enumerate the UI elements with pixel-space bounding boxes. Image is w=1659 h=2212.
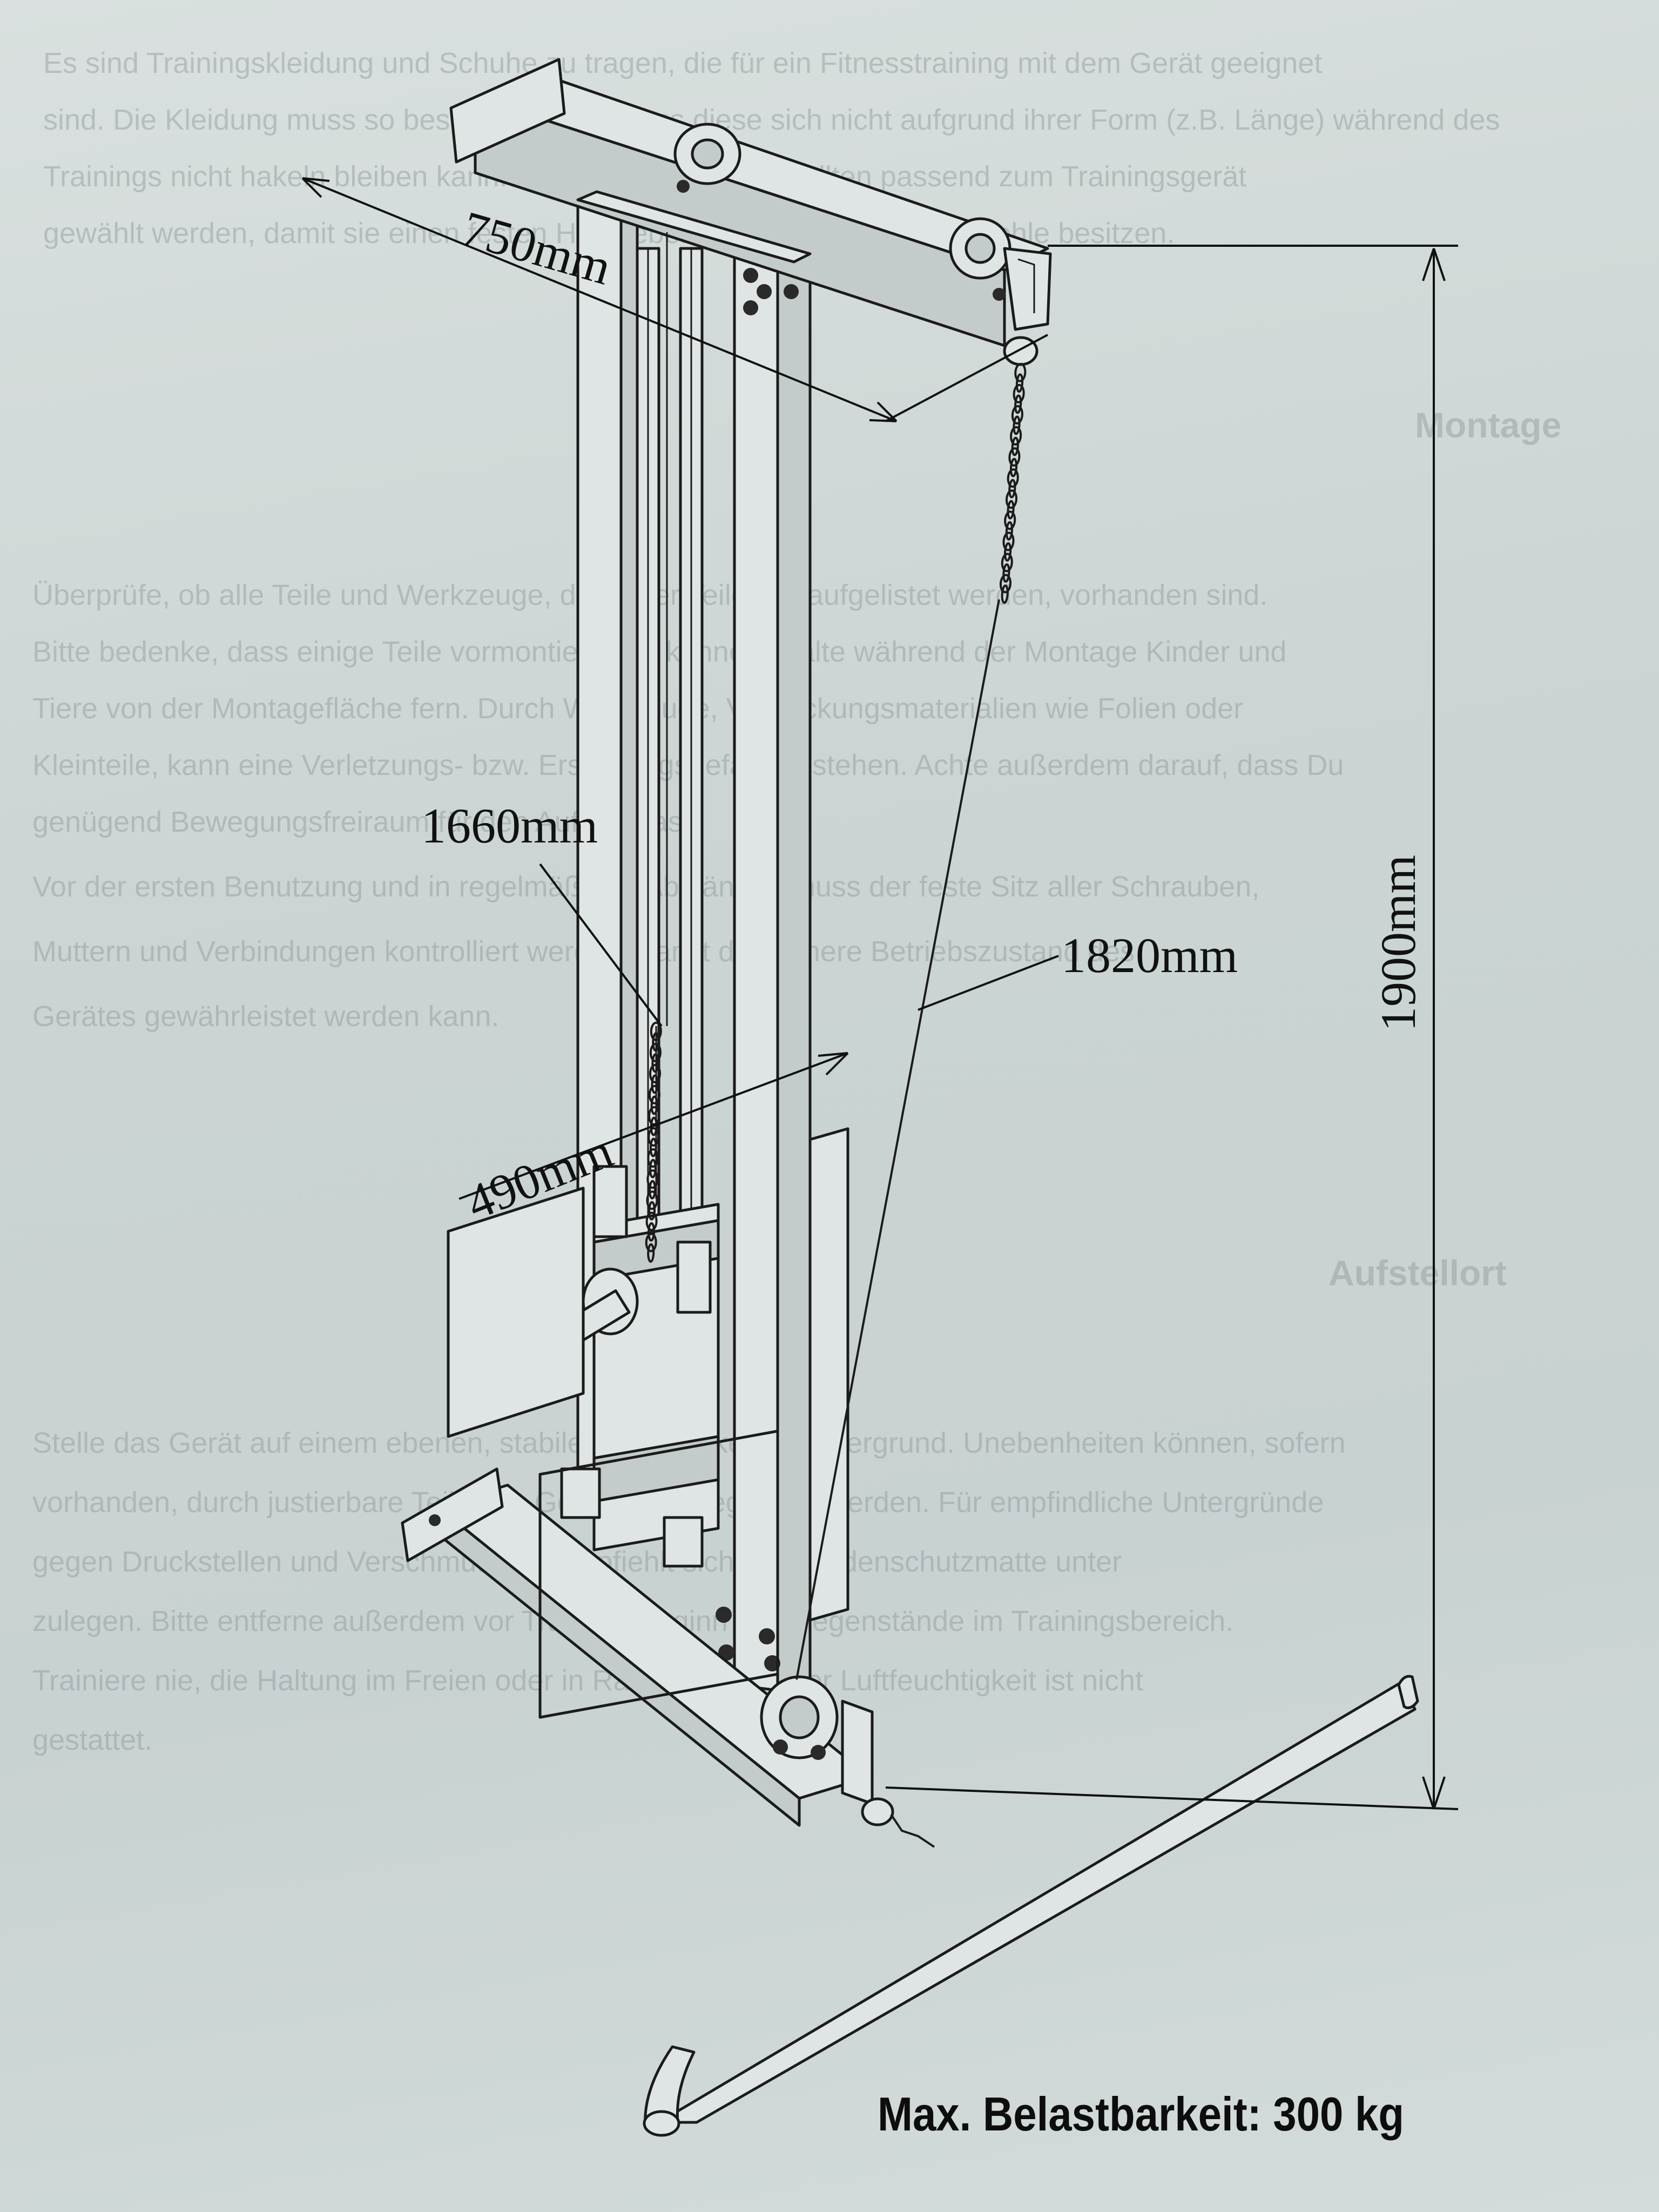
bottom-connector <box>861 1797 935 1848</box>
back-plate <box>808 1127 849 1622</box>
chain-link <box>1008 478 1016 498</box>
chain-link <box>648 1201 656 1220</box>
weight-plate <box>447 1186 585 1438</box>
bg-text-line: gestattet. <box>32 1724 152 1756</box>
chain-link <box>1011 436 1019 456</box>
chain-link <box>648 1127 660 1147</box>
chain-link <box>645 1232 657 1252</box>
chain-link <box>1005 489 1018 509</box>
dim-leader-upper-cable <box>918 955 1059 1011</box>
chain-link <box>648 1106 660 1126</box>
chain-link <box>1009 457 1018 477</box>
chain-link <box>1002 531 1015 551</box>
chain-link <box>1007 500 1015 520</box>
upper-cable <box>795 599 1000 1680</box>
dim-line-base-width <box>458 1052 848 1200</box>
chain-link <box>651 1074 659 1094</box>
top-pulleys <box>673 123 1011 301</box>
dimension-lines <box>301 177 1459 1810</box>
dim-leader-weight-cable <box>539 863 663 1027</box>
chain-link <box>646 1190 658 1210</box>
chain-link <box>648 1222 656 1242</box>
chain-link <box>1001 584 1009 604</box>
rod-sleeves <box>560 1165 712 1568</box>
dim-line-arm-length <box>302 177 897 422</box>
chain-link <box>1005 521 1014 541</box>
bg-heading-montage: Montage <box>1415 405 1561 445</box>
label-height: 1900mm <box>1371 855 1426 1031</box>
chain-link <box>649 1064 662 1083</box>
label-upper-cable: 1820mm <box>1061 928 1238 983</box>
cables <box>655 232 1000 1680</box>
chain-link <box>650 1095 658 1115</box>
chain-link <box>1014 362 1027 382</box>
weight-chain <box>645 1021 662 1263</box>
chain-link <box>1004 510 1016 530</box>
bg-heading-aufstellort: Aufstellort <box>1328 1253 1507 1293</box>
chain-link <box>1002 563 1010 583</box>
chain-link <box>999 574 1012 594</box>
chain-link <box>1013 415 1021 435</box>
chain-link <box>647 1148 659 1168</box>
top-pulley-hook <box>1003 247 1052 366</box>
bg-text-line: Gerätes gewährleistet werden kann. <box>32 1000 499 1033</box>
chain-link <box>1003 542 1012 562</box>
chain-link <box>1010 426 1022 446</box>
top-arm <box>449 58 1049 347</box>
chain-link <box>1011 405 1023 424</box>
chain-link <box>1013 383 1025 403</box>
chain-link <box>1014 394 1022 414</box>
bg-text-line: sind. Die Kleidung muss so beschaffen se… <box>43 104 1500 136</box>
label-weight-cable: 1660mm <box>421 798 598 853</box>
floor-lever-bar <box>643 1675 1419 2137</box>
bg-text-line: Es sind Trainingskleidung und Schuhe zu … <box>43 47 1322 79</box>
bg-text-line: Trainiere nie, die Haltung im Freien ode… <box>32 1664 1143 1697</box>
chain-link <box>646 1169 659 1189</box>
chain-link <box>645 1211 658 1231</box>
chain-link <box>1007 468 1019 488</box>
max-load-label: Max. Belastbarkeit: 300 kg <box>878 2087 1404 2141</box>
top-chain <box>999 362 1027 604</box>
chain-link <box>1001 552 1013 572</box>
chain-link <box>647 1243 655 1263</box>
chain-link <box>1015 373 1024 393</box>
chain-link <box>1008 447 1021 467</box>
bottom-pulley <box>760 1675 874 1805</box>
chain-link <box>648 1085 661 1104</box>
chain-link <box>648 1180 657 1199</box>
